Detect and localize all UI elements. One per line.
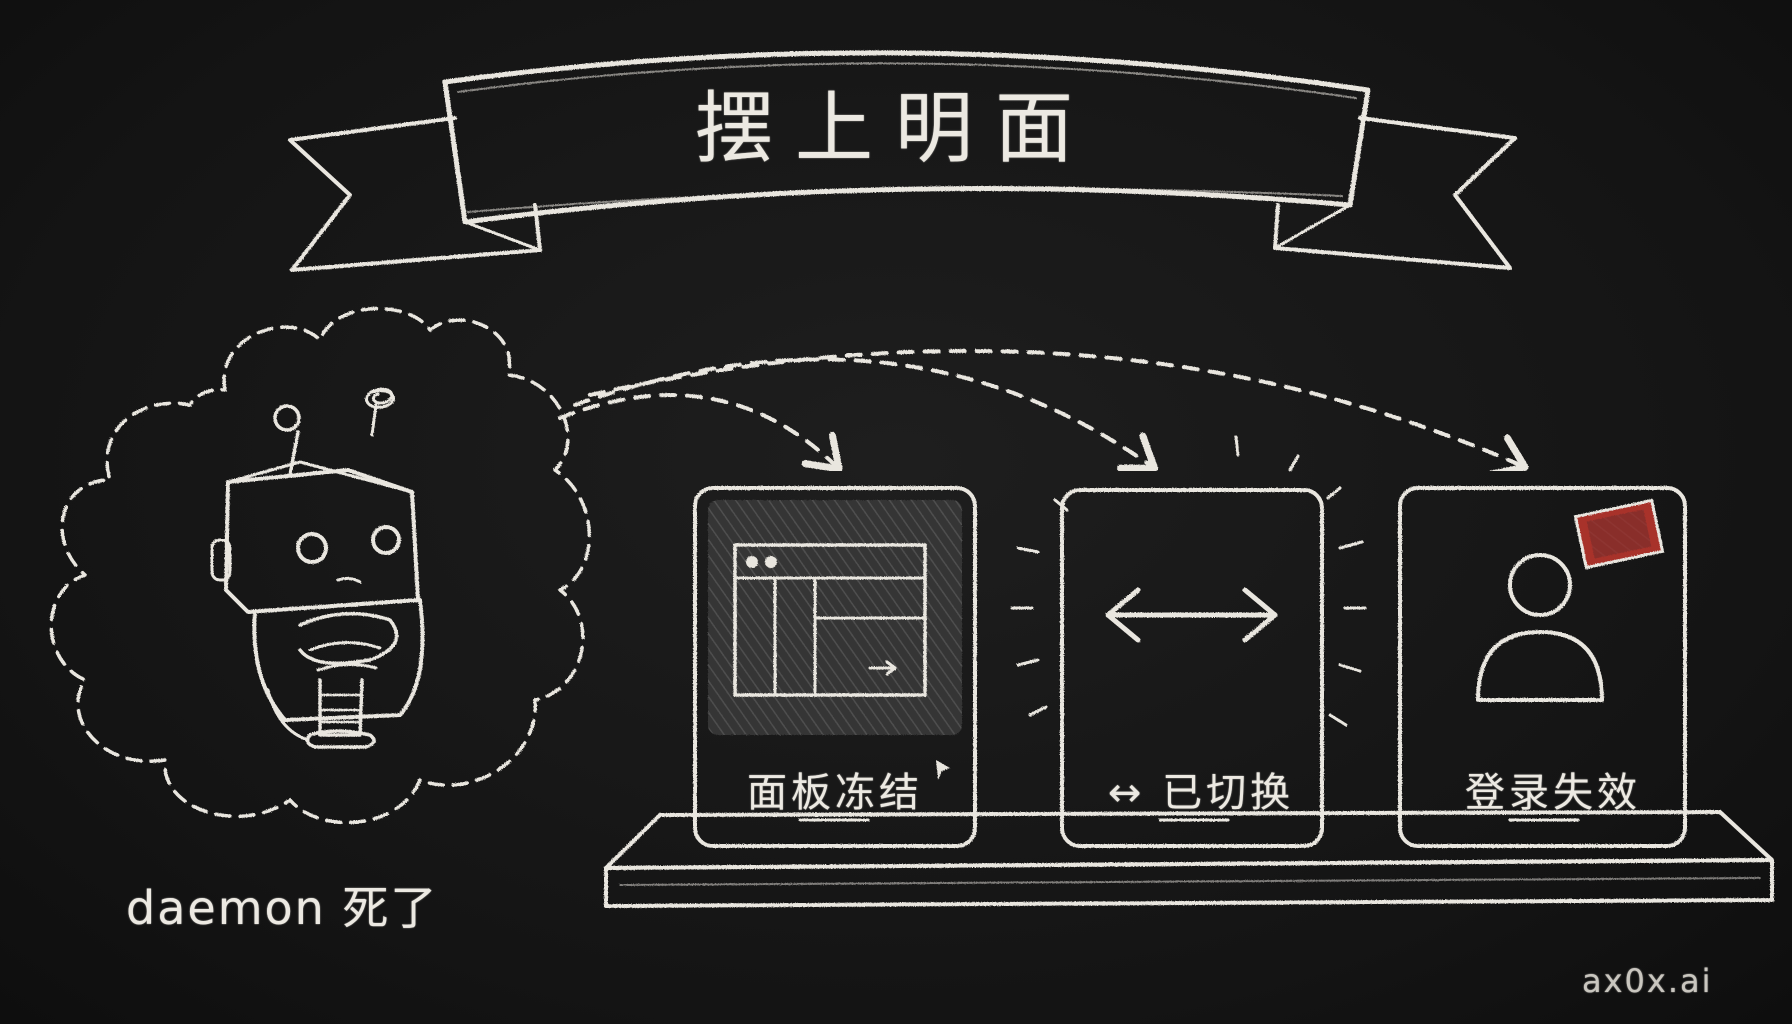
card-frozen-panel: [693, 486, 977, 848]
card-login-invalid: [1398, 486, 1687, 848]
arrow-to-card1: [558, 393, 843, 473]
shelf: [604, 810, 1774, 908]
card-label-switched: ↔ 已切换: [1107, 770, 1295, 816]
daemon-cloud: [49, 306, 592, 825]
page-title: 摆上明面: [694, 84, 1095, 174]
banner-left-tail: [288, 116, 542, 272]
card-label-login: 登录失效: [1465, 770, 1641, 816]
title-banner: [288, 50, 1517, 272]
card-switched: [1010, 435, 1367, 848]
swap-arrow-icon: [1105, 587, 1278, 643]
red-warning-tag-icon: [1573, 498, 1665, 570]
card-label-frozen: 面板冻结: [747, 770, 923, 816]
daemon-caption: daemon 死了: [126, 881, 439, 935]
arrow-to-card2: [573, 357, 1159, 472]
user-invalid-icon: [1476, 553, 1604, 702]
banner-right-tail: [1273, 116, 1517, 270]
arrow-to-card3: [588, 348, 1529, 478]
connector-arrows: [558, 348, 1529, 478]
watermark: ax0x.ai: [1582, 962, 1713, 1000]
sad-robot-icon: [210, 387, 425, 749]
frozen-window-icon: [733, 543, 927, 697]
